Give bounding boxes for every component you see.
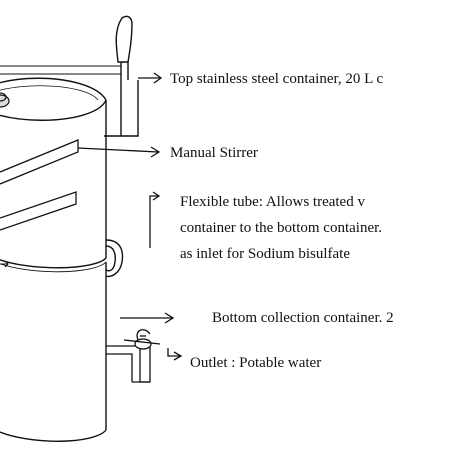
label-bottom-container: Bottom collection container. 2 <box>212 310 394 326</box>
label-manual-stirrer: Manual Stirrer <box>170 145 258 161</box>
label-flexible-tube-2: container to the bottom container. <box>180 220 382 236</box>
flexible-tube <box>105 239 124 278</box>
arrow-flexible-tube <box>149 191 161 248</box>
stirrer-slot-lower <box>0 191 77 231</box>
arrow-manual-stirrer <box>77 146 161 158</box>
label-flexible-tube-3: as inlet for Sodium bisulfate <box>180 246 350 262</box>
outlet-tap <box>106 329 161 383</box>
top-container <box>0 77 107 269</box>
bottom-container <box>0 261 107 442</box>
arrow-bottom-container <box>120 312 175 324</box>
label-flexible-tube-1: Flexible tube: Allows treated v <box>180 194 365 210</box>
manual-stirrer-handle <box>0 15 139 137</box>
lid-knob <box>0 92 10 108</box>
arrow-top-container <box>138 72 163 84</box>
label-top-container: Top stainless steel container, 20 L c <box>170 71 383 87</box>
stirrer-slot-upper <box>0 139 79 185</box>
arrow-outlet <box>167 348 183 361</box>
label-outlet: Outlet : Potable water <box>190 355 321 371</box>
